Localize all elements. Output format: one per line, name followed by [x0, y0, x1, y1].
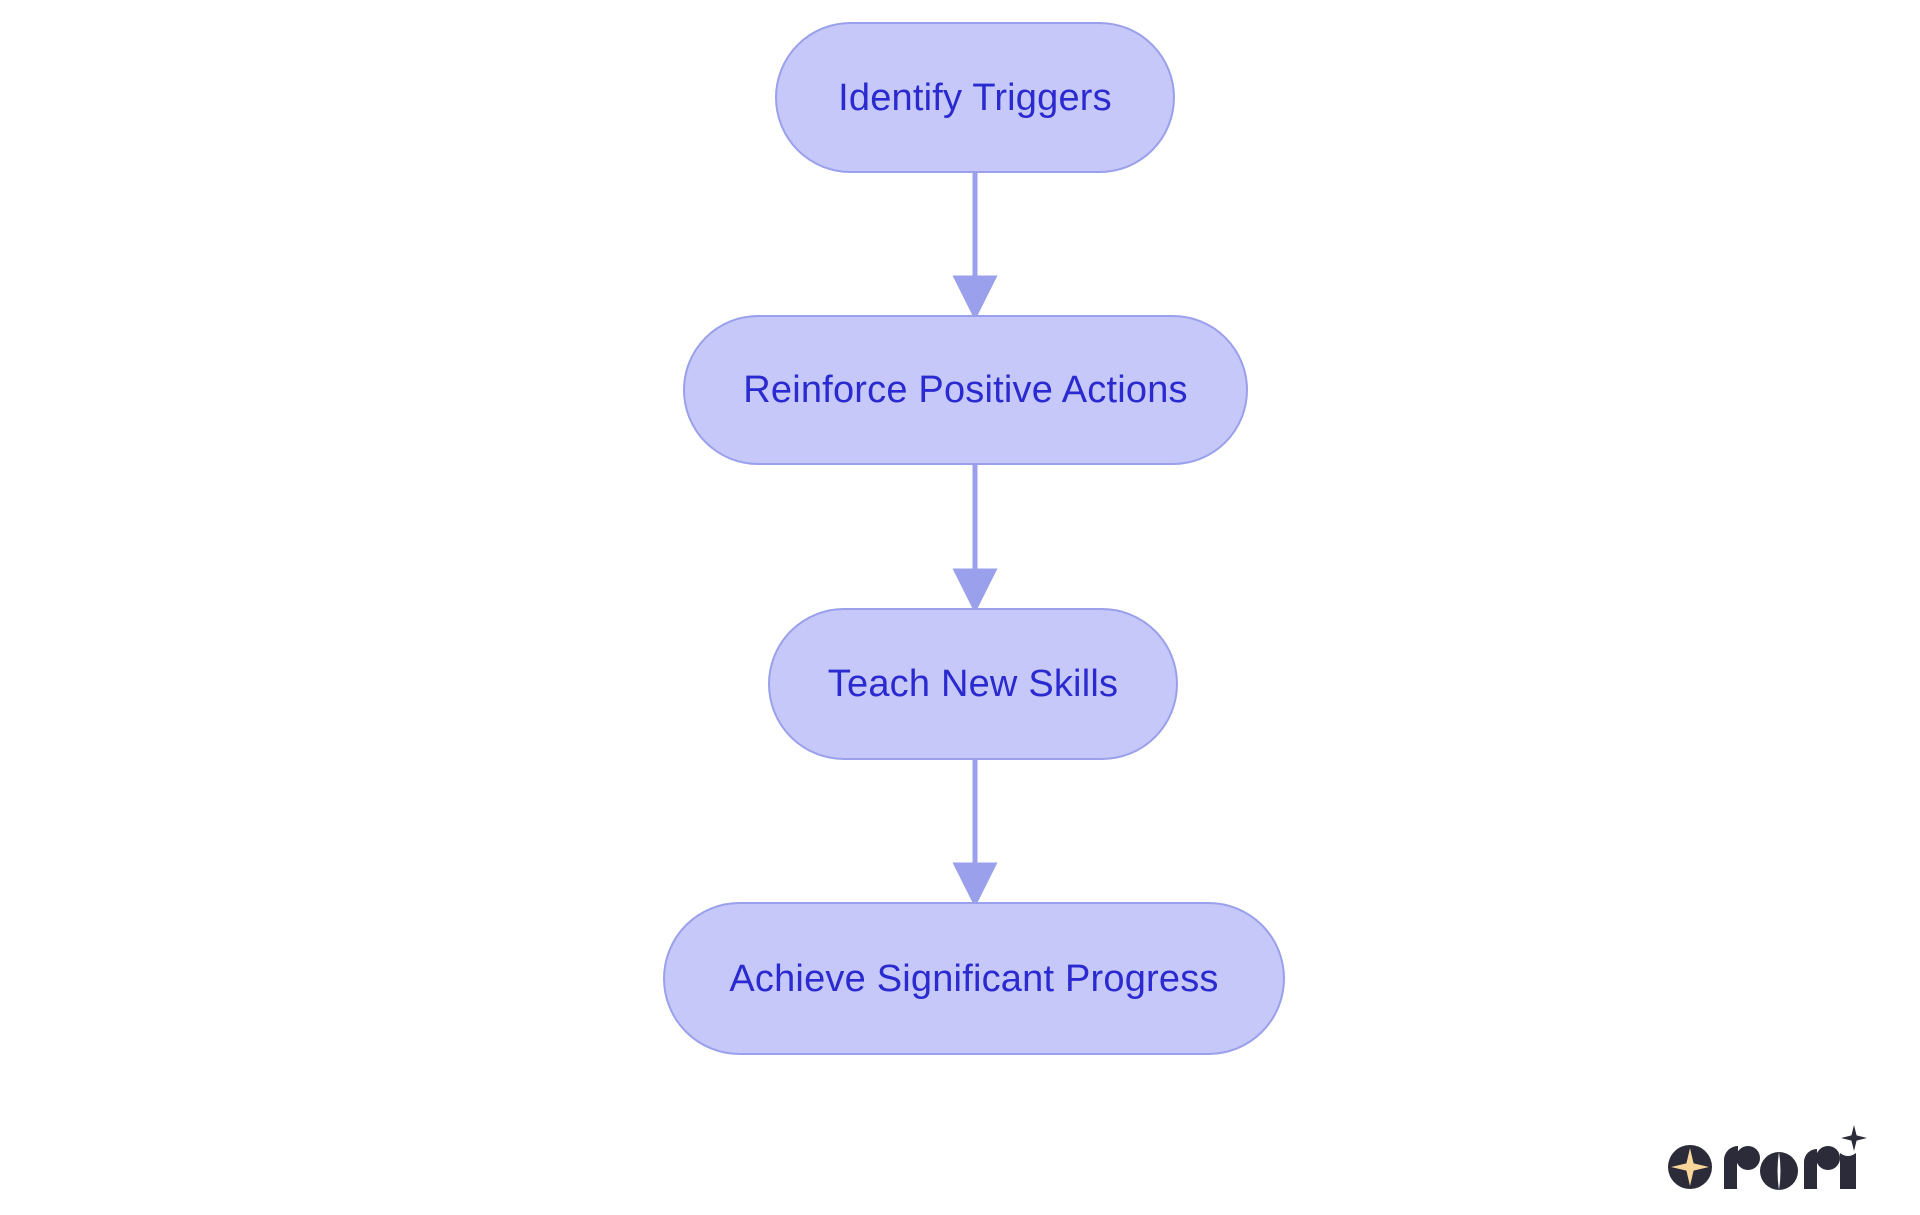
flowchart-node-reinforce-positive-actions[interactable]: Reinforce Positive Actions [683, 315, 1248, 465]
flowchart-node-achieve-significant-progress[interactable]: Achieve Significant Progress [663, 902, 1285, 1055]
flowchart-node-identify-triggers[interactable]: Identify Triggers [775, 22, 1175, 173]
node-label: Teach New Skills [827, 663, 1119, 705]
node-label: Identify Triggers [838, 76, 1112, 119]
logo-star-icon [1841, 1125, 1867, 1151]
logo-letter-o [1760, 1152, 1798, 1190]
flowchart-node-teach-new-skills[interactable]: Teach New Skills [768, 608, 1178, 760]
logo-badge-icon [1668, 1145, 1712, 1189]
node-label: Reinforce Positive Actions [743, 369, 1188, 411]
rori-logo [1668, 1125, 1867, 1190]
node-label: Achieve Significant Progress [729, 957, 1219, 1000]
logo-letter-i [1840, 1153, 1856, 1189]
logo-letter-r-1 [1724, 1146, 1760, 1189]
logo-letter-r-2 [1804, 1146, 1840, 1189]
